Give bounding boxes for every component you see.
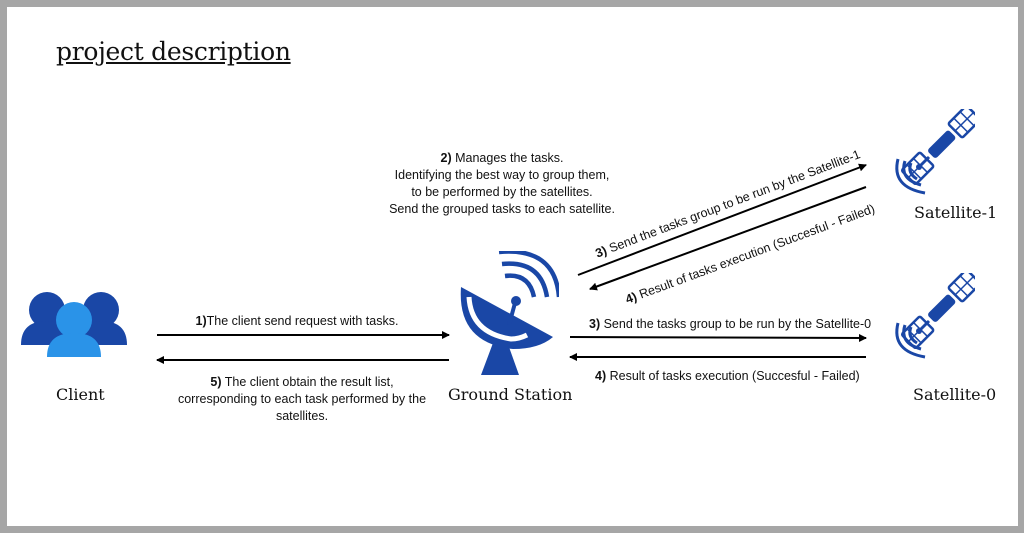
note-send-sat0: 3) Send the tasks group to be run by the…	[589, 316, 889, 333]
note-text: The client send request with tasks.	[206, 314, 399, 328]
step-label: 2)	[440, 151, 452, 165]
note-line: Send the grouped tasks to each satellite…	[389, 202, 615, 216]
note-text: Send the tasks group to be run by the Sa…	[600, 317, 872, 331]
client-label: Client	[56, 385, 105, 404]
page-title: project description	[56, 37, 291, 66]
satellite-dish-icon	[460, 251, 559, 375]
step-label: 4)	[595, 369, 607, 383]
note-manage-tasks: 2) Manages the tasks. Identifying the be…	[372, 150, 632, 218]
note-line: satellites.	[275, 409, 329, 423]
satellite-1-label: Satellite-1	[914, 203, 998, 222]
arrows-layer	[156, 163, 867, 364]
step-label: 3)	[589, 317, 601, 331]
diagram-canvas: project description Client Ground Statio…	[7, 7, 1018, 526]
note-line: The client obtain the result list,	[221, 375, 394, 389]
arrow-send-sat0	[569, 333, 867, 342]
note-request: 1)The client send request with tasks.	[162, 313, 432, 330]
note-result-list: 5) The client obtain the result list, co…	[167, 374, 437, 425]
satellite-0-label: Satellite-0	[913, 385, 997, 404]
step-label: 5)	[210, 375, 222, 389]
arrow-result-sat1	[589, 186, 867, 291]
step-label: 1)	[195, 314, 207, 328]
note-line: Identifying the best way to group them,	[394, 168, 610, 182]
ground-station-label: Ground Station	[448, 385, 573, 404]
note-line: to be performed by the satellites.	[411, 185, 593, 199]
arrow-send-sat1	[577, 163, 867, 276]
note-line: corresponding to each task performed by …	[177, 392, 427, 406]
note-line: Manages the tasks.	[451, 151, 564, 165]
note-result-sat0: 4) Result of tasks execution (Succesful …	[595, 368, 895, 385]
note-text: Result of tasks execution (Succesful - F…	[606, 369, 860, 383]
satellite-icon	[895, 273, 975, 359]
satellite-icon	[895, 109, 975, 195]
users-icon	[21, 292, 127, 357]
